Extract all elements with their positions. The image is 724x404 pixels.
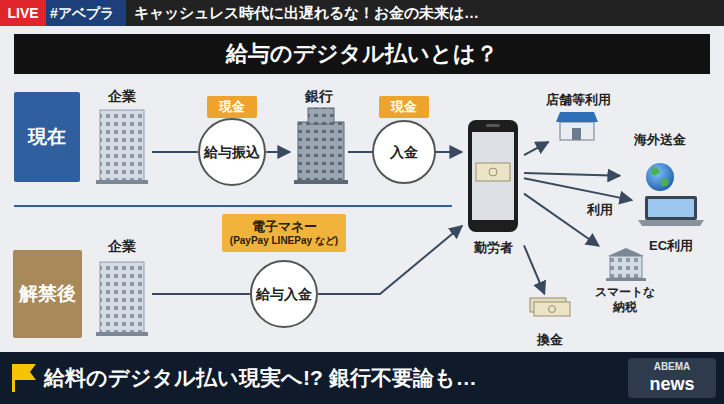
company-node: 企業 — [92, 88, 152, 184]
connector-arrow — [152, 293, 250, 295]
node-label: 現在 — [28, 126, 66, 149]
use-target: スマートな納税 — [590, 246, 660, 314]
money-tag: 現金 — [379, 96, 429, 118]
node-label: 海外送金 — [634, 132, 686, 148]
process-circle: 給与振込 — [198, 118, 266, 186]
connector-arrow — [524, 178, 632, 200]
worker-node: 勤労者 — [462, 116, 524, 256]
smartphone — [468, 120, 518, 232]
node-label: 勤労者 — [474, 240, 513, 256]
row-band: 解禁後 — [13, 250, 82, 338]
node-label: 解禁後 — [19, 283, 76, 306]
node-label: EC利用 — [649, 238, 693, 254]
money-tag: 現金 — [207, 96, 257, 118]
globe-icon — [646, 163, 674, 191]
use-target: 海外送金 — [620, 132, 700, 192]
connector-arrow — [436, 151, 462, 153]
caption-bar — [0, 352, 724, 404]
node-label: 電子マネー — [252, 219, 317, 235]
node-label: 現金 — [219, 99, 245, 115]
bank-node: 銀行 — [290, 88, 348, 184]
connector-arrow — [266, 151, 290, 153]
node-sublabel: (PayPay LINEPay など) — [230, 235, 338, 247]
node-label: 給与振込 — [204, 144, 260, 161]
node-label: 企業 — [108, 238, 136, 255]
use-target: EC利用 — [632, 192, 710, 254]
money-icon — [530, 298, 570, 316]
emoney-tag: 電子マネー(PayPay LINEPay など) — [222, 214, 346, 252]
node-label: スマートな納税 — [594, 285, 656, 314]
node-label: 換金 — [537, 332, 563, 348]
logo-text: news — [632, 373, 712, 395]
node-label: 現金 — [391, 99, 417, 115]
connector-arrow — [152, 151, 198, 153]
laptop-icon — [638, 196, 704, 226]
row-divider — [14, 205, 452, 207]
logo-box — [628, 358, 716, 398]
title-banner — [14, 34, 710, 74]
process-circle: 入金 — [372, 120, 436, 184]
tax-office-icon — [606, 248, 646, 281]
company-building — [96, 110, 148, 184]
company-building — [96, 262, 148, 336]
title-text: 給与のデジタル払いとは？ — [14, 34, 710, 74]
node-label: 店舗等利用 — [546, 92, 611, 108]
top-bar — [0, 0, 724, 26]
logo-text: ABEMA — [632, 360, 712, 373]
node-label: 企業 — [108, 88, 136, 105]
node-label: 給与入金 — [256, 286, 312, 303]
hashtag-text: #アベプラ — [50, 0, 114, 26]
node-label: 銀行 — [305, 88, 333, 105]
company-node: 企業 — [92, 238, 152, 336]
use-target: 店舗等利用 — [540, 92, 616, 142]
node-label: 入金 — [390, 144, 418, 161]
headline-text: キャッシュレス時代に出遅れるな！お金の未来は… — [134, 0, 479, 26]
process-circle: 給与入金 — [250, 260, 318, 328]
live-badge — [0, 0, 46, 26]
connector-arrow — [524, 245, 545, 294]
store-icon — [556, 112, 598, 140]
hashtag-bar — [46, 0, 126, 26]
connector-arrow — [348, 151, 372, 153]
flag-icon — [12, 364, 36, 392]
row-band: 現在 — [14, 92, 80, 182]
main-panel — [0, 26, 724, 352]
use-target: 換金 — [520, 294, 580, 348]
bank-building — [294, 108, 348, 184]
caption-text: 給料のデジタル払い現実へ!? 銀行不要論も… — [44, 352, 477, 404]
edge-label: 利用 — [584, 201, 616, 219]
connector-arrow — [524, 173, 620, 176]
live-badge-text: LIVE — [0, 0, 46, 26]
connector-arrow — [524, 142, 548, 155]
